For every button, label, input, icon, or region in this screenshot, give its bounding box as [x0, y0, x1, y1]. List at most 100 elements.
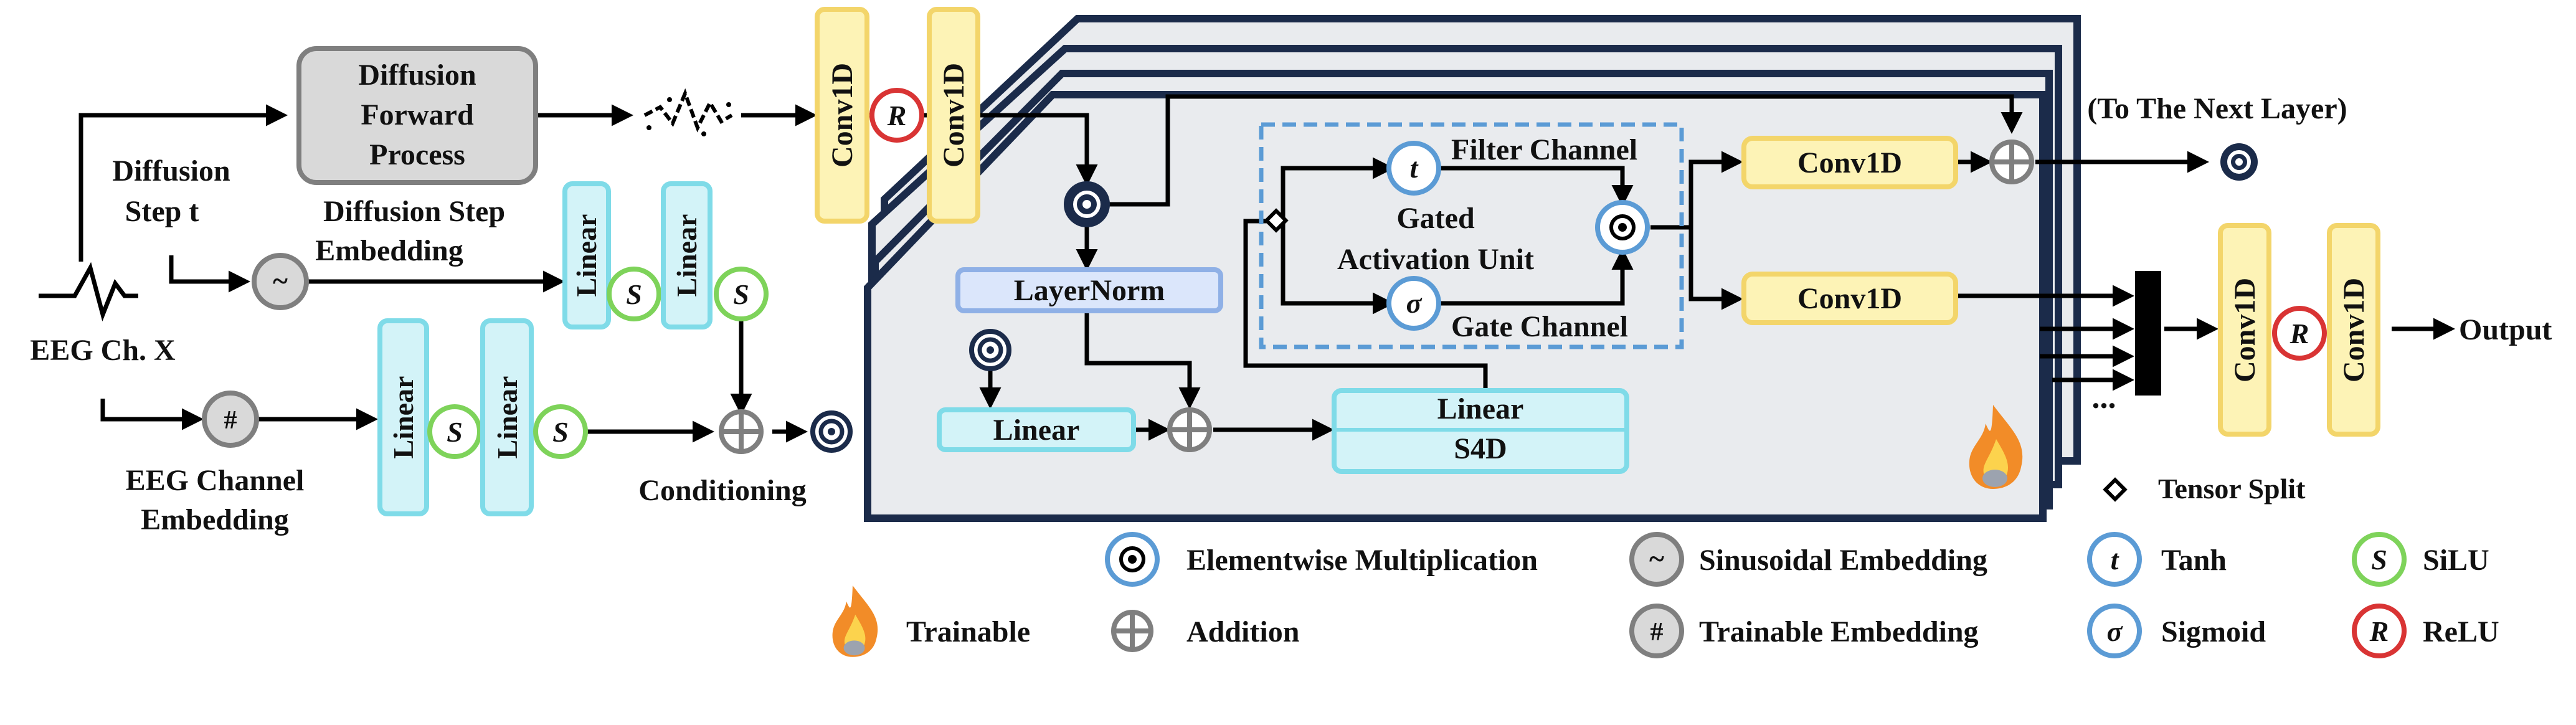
diffusion-step-label-2: Step t: [125, 195, 199, 228]
skip-conv1d: Conv1D: [1741, 272, 1958, 325]
svg-text:t: t: [1410, 152, 1419, 184]
step-silu-2: S: [714, 267, 769, 321]
legend-trainable-embedding: Trainable Embedding: [1699, 615, 1979, 648]
svg-text:Linear: Linear: [1437, 392, 1524, 425]
channel-linear-1: Linear: [377, 318, 429, 516]
connection-wires: [78, 94, 2455, 443]
svg-text:S: S: [2371, 544, 2387, 576]
svg-text:#: #: [224, 406, 237, 435]
legend-sinusoidal-icon: ~: [1629, 532, 1684, 587]
svg-text:σ: σ: [2107, 615, 2123, 647]
step-embedding-caption-1: Diffusion Step: [323, 195, 505, 228]
legend-elementwise: Elementwise Multiplication: [1186, 544, 1538, 577]
channel-silu-2: S: [533, 404, 588, 459]
legend-tensor-split: Tensor Split: [2158, 473, 2306, 505]
step-linear-2: Linear: [661, 181, 713, 329]
legend-trainable-embedding-icon: #: [1629, 604, 1684, 658]
layernorm-block: LayerNorm: [955, 267, 1223, 313]
residual-adder-node: [1989, 140, 2034, 184]
svg-text:#: #: [1650, 618, 1664, 647]
output-label: Output: [2459, 313, 2552, 346]
layer-conditioning-icon: [969, 329, 1011, 371]
eeg-channel-label: EEG Ch. X: [30, 334, 176, 367]
legend-sigmoid-icon: σ: [2087, 604, 2142, 658]
svg-text:~: ~: [1649, 543, 1664, 574]
legend-addition-icon: [1111, 610, 1153, 652]
linear-s4d-block: Linear S4D: [1332, 388, 1629, 474]
svg-text:S: S: [733, 278, 749, 310]
svg-text:Linear: Linear: [491, 376, 523, 459]
svg-text:Conv1D: Conv1D: [2337, 278, 2370, 382]
gated-activation-box: [1259, 122, 1684, 349]
svg-text:S: S: [552, 416, 569, 448]
trainable-embedding-node: #: [202, 391, 259, 448]
layer-linear-block: Linear: [937, 407, 1136, 452]
step-embedding-caption-2: Embedding: [315, 234, 463, 267]
elementwise-mult-node-1: [1064, 181, 1110, 227]
legend-relu: ReLU: [2423, 615, 2499, 648]
svg-text:Conv1D: Conv1D: [937, 63, 970, 168]
output-conv1d-1: Conv1D: [2218, 223, 2271, 437]
legend-silu: SiLU: [2423, 544, 2489, 577]
diffusion-step-label: Diffusion: [112, 154, 230, 187]
forward-process-line-3: Process: [369, 138, 465, 171]
filter-channel-label: Filter Channel: [1451, 133, 1637, 166]
legend-tensor-split-icon: [2103, 477, 2128, 502]
channel-embedding-caption-2: Embedding: [141, 503, 288, 536]
skip-aggregator-bar: [2135, 271, 2161, 396]
residual-conv1d: Conv1D: [1741, 136, 1958, 189]
svg-text:R: R: [2290, 318, 2309, 349]
tanh-node: t: [1386, 141, 1441, 196]
legend-tanh-icon: t: [2087, 532, 2142, 587]
legend-sinusoidal: Sinusoidal Embedding: [1699, 544, 1987, 577]
svg-text:Conv1D: Conv1D: [826, 63, 859, 168]
ellipsis-label: ...: [2092, 380, 2116, 415]
svg-text:LayerNorm: LayerNorm: [1014, 274, 1165, 307]
svg-text:Linear: Linear: [387, 376, 419, 459]
conditioning-adder: [719, 409, 764, 454]
gated-unit-label-1: Gated: [1396, 202, 1475, 235]
step-silu-1: S: [607, 267, 661, 321]
noisy-signal-icon: [643, 88, 733, 133]
svg-text:Conv1D: Conv1D: [1797, 146, 1902, 179]
input-conv1d-1: Conv1D: [815, 7, 869, 224]
svg-text:S: S: [626, 278, 642, 310]
gated-unit-label-2: Activation Unit: [1337, 243, 1534, 276]
legend: Tensor Split Elementwise Multiplication …: [832, 473, 2499, 658]
channel-embedding-caption-1: EEG Channel: [126, 464, 305, 497]
input-conv1d-2: Conv1D: [927, 7, 980, 224]
svg-text:σ: σ: [1406, 287, 1423, 319]
tensor-split-icon: [1264, 208, 1289, 233]
sigmoid-node: σ: [1386, 276, 1441, 331]
svg-text:t: t: [2111, 544, 2119, 576]
gate-channel-label: Gate Channel: [1451, 310, 1628, 343]
channel-linear-2: Linear: [480, 318, 534, 516]
conditioning-label: Conditioning: [638, 474, 806, 507]
noise-dots: [646, 97, 731, 136]
input-relu: R: [869, 88, 924, 143]
legend-tanh: Tanh: [2161, 544, 2227, 577]
output-relu: R: [2272, 306, 2327, 361]
svg-text:~: ~: [273, 265, 288, 296]
legend-addition: Addition: [1186, 615, 1299, 648]
next-layer-label: (To The Next Layer): [2087, 92, 2347, 125]
legend-trainable: Trainable: [906, 615, 1030, 648]
legend-sigmoid: Sigmoid: [2161, 615, 2266, 648]
legend-silu-icon: S: [2352, 532, 2407, 587]
forward-process-line-2: Forward: [361, 98, 474, 131]
conditioning-symbol-icon: [810, 410, 853, 453]
legend-elementwise-icon: [1105, 532, 1160, 587]
step-linear-1: Linear: [562, 181, 611, 329]
gate-multiply-node: [1595, 200, 1650, 255]
channel-silu-1: S: [427, 404, 482, 459]
svg-text:Linear: Linear: [571, 214, 602, 297]
eeg-waveform-icon: [39, 262, 138, 322]
sinusoidal-embedding-node: ~: [252, 253, 309, 310]
trainable-flame-icon: [1969, 405, 2023, 489]
forward-process-line-1: Diffusion: [358, 59, 476, 92]
output-conv1d-2: Conv1D: [2327, 223, 2380, 437]
forward-process-box: [296, 46, 538, 185]
svg-text:S4D: S4D: [1454, 432, 1507, 465]
legend-trainable-icon: [832, 585, 878, 657]
svg-text:R: R: [887, 100, 907, 131]
